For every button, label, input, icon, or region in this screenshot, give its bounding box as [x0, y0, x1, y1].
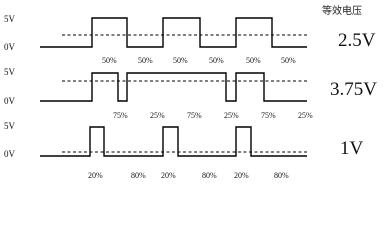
- row-50-low-label: 0V: [4, 42, 16, 52]
- row-50-pct-label: 50%: [173, 56, 188, 65]
- row-50-pct-label: 50%: [102, 56, 117, 65]
- row-75-pct-label: 25%: [298, 111, 313, 120]
- row-20-pct-label: 20%: [88, 171, 103, 180]
- row-75-pct-label: 75%: [187, 111, 202, 120]
- row-75-pct-label: 75%: [113, 111, 128, 120]
- row-75-low-label: 0V: [4, 96, 16, 106]
- row-50-equivalent-value: 2.5V: [338, 30, 376, 51]
- row-20-pct-label: 20%: [234, 171, 249, 180]
- row-50-high-label: 5V: [4, 14, 16, 24]
- row-75-equivalent-value: 3.75V: [330, 79, 377, 100]
- row-75: 5V 0V 75% 25% 75% 25% 75% 25% 3.75V: [4, 67, 377, 120]
- row-75-square-wave: [40, 72, 307, 102]
- pwm-diagram: 等效电压 5V 0V 50% 50% 50% 50% 50% 50% 2.5V …: [4, 4, 377, 180]
- row-20: 5V 0V 20% 80% 20% 80% 20% 80% 1V: [4, 121, 364, 180]
- row-20-pct-label: 80%: [274, 171, 289, 180]
- row-20-high-label: 5V: [4, 121, 16, 131]
- row-20-pct-label: 20%: [161, 171, 176, 180]
- row-75-pct-label: 25%: [150, 111, 165, 120]
- row-50-pct-label: 50%: [138, 56, 153, 65]
- row-20-low-label: 0V: [4, 149, 16, 159]
- row-20-pct-label: 80%: [202, 171, 217, 180]
- row-20-square-wave: [40, 126, 307, 157]
- row-50-pct-label: 50%: [246, 56, 261, 65]
- row-50-square-wave: [40, 17, 307, 48]
- row-75-high-label: 5V: [4, 67, 16, 77]
- row-20-pct-label: 80%: [131, 171, 146, 180]
- row-75-pct-label: 75%: [261, 111, 276, 120]
- row-50-pct-label: 50%: [209, 56, 224, 65]
- row-50: 5V 0V 50% 50% 50% 50% 50% 50% 2.5V: [4, 14, 376, 65]
- row-50-pct-label: 50%: [281, 56, 296, 65]
- row-75-pct-label: 25%: [224, 111, 239, 120]
- row-20-equivalent-value: 1V: [340, 138, 364, 159]
- equivalent-voltage-header: 等效电压: [322, 4, 362, 17]
